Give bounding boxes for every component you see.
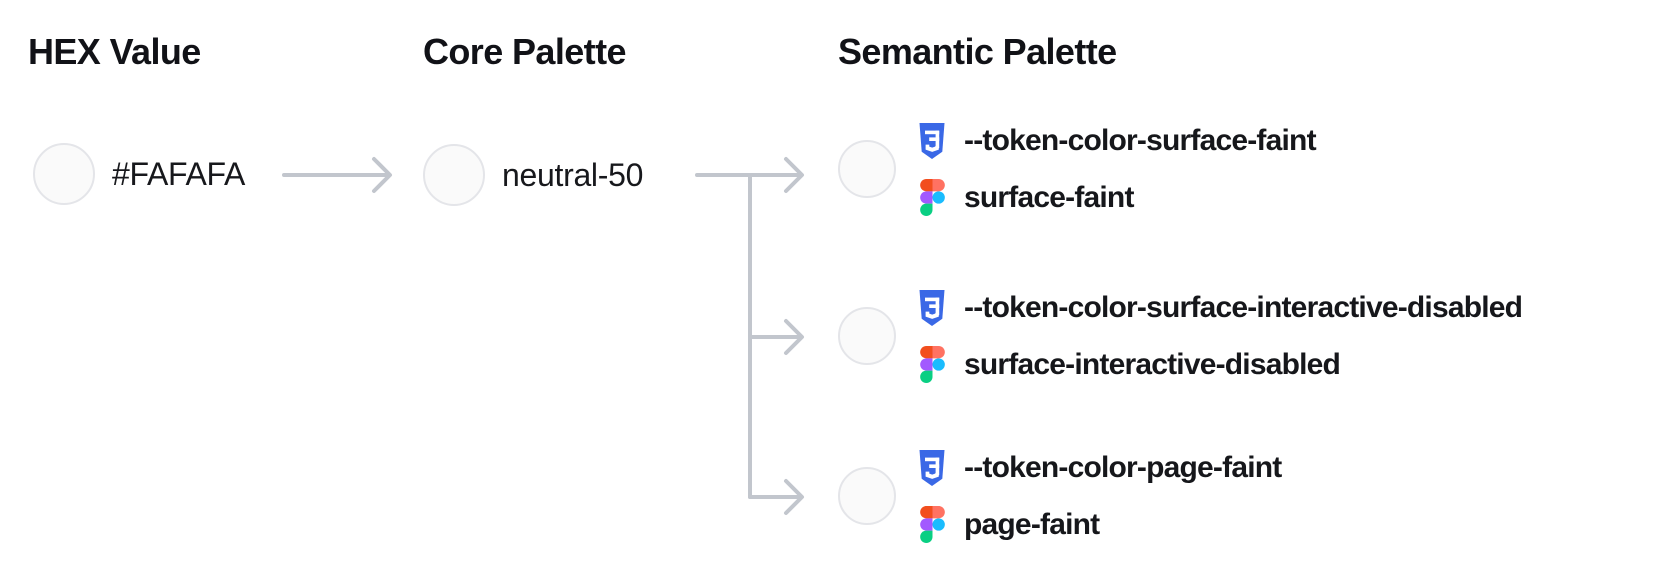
- semantic-row-surface-faint: --token-color-surface-faint surface-fain…: [838, 116, 1317, 222]
- figma-token-name: surface-interactive-disabled: [964, 347, 1341, 381]
- figma-logo-icon: [916, 179, 948, 216]
- css-token-line: --token-color-surface-interactive-disabl…: [916, 284, 1523, 332]
- figma-token-line: page-faint: [916, 501, 1281, 549]
- semantic-row-surface-interactive-disabled: --token-color-surface-interactive-disabl…: [838, 283, 1523, 389]
- arrow-hex-to-core: [282, 157, 392, 193]
- core-palette-label: neutral-50: [502, 156, 644, 193]
- heading-semantic-palette: Semantic Palette: [838, 31, 1117, 72]
- css-token-name: --token-color-page-faint: [964, 450, 1282, 484]
- core-color-swatch: [423, 144, 485, 206]
- hex-value-label: #FAFAFA: [112, 155, 246, 192]
- arrow-core-to-semantic-1: [695, 157, 804, 193]
- hex-color-swatch: [33, 143, 95, 205]
- css-token-line: --token-color-page-faint: [916, 444, 1282, 492]
- arrow-core-to-semantic-3: [748, 479, 804, 515]
- semantic-color-swatch: [838, 307, 896, 365]
- css-token-name: --token-color-surface-faint: [964, 123, 1317, 157]
- figma-logo-icon: [916, 506, 948, 543]
- css3-shield-icon: [916, 122, 948, 160]
- figma-token-line: surface-interactive-disabled: [916, 341, 1522, 389]
- css3-shield-icon: [916, 449, 948, 487]
- semantic-row-page-faint: --token-color-page-faint page-faint: [838, 443, 1282, 549]
- heading-core-palette: Core Palette: [423, 31, 626, 72]
- figma-token-name: surface-faint: [964, 180, 1134, 214]
- figma-token-line: surface-faint: [916, 174, 1316, 222]
- heading-hex-value: HEX Value: [28, 31, 201, 72]
- core-palette-node: neutral-50: [423, 144, 643, 206]
- semantic-color-swatch: [838, 467, 896, 525]
- figma-logo-icon: [916, 346, 948, 383]
- arrow-core-to-semantic-2: [748, 319, 804, 355]
- css3-shield-icon: [916, 289, 948, 327]
- css-token-name: --token-color-surface-interactive-disabl…: [964, 290, 1523, 324]
- figma-token-name: page-faint: [964, 507, 1100, 541]
- css-token-line: --token-color-surface-faint: [916, 117, 1317, 165]
- hex-node: #FAFAFA: [33, 143, 245, 205]
- semantic-color-swatch: [838, 140, 896, 198]
